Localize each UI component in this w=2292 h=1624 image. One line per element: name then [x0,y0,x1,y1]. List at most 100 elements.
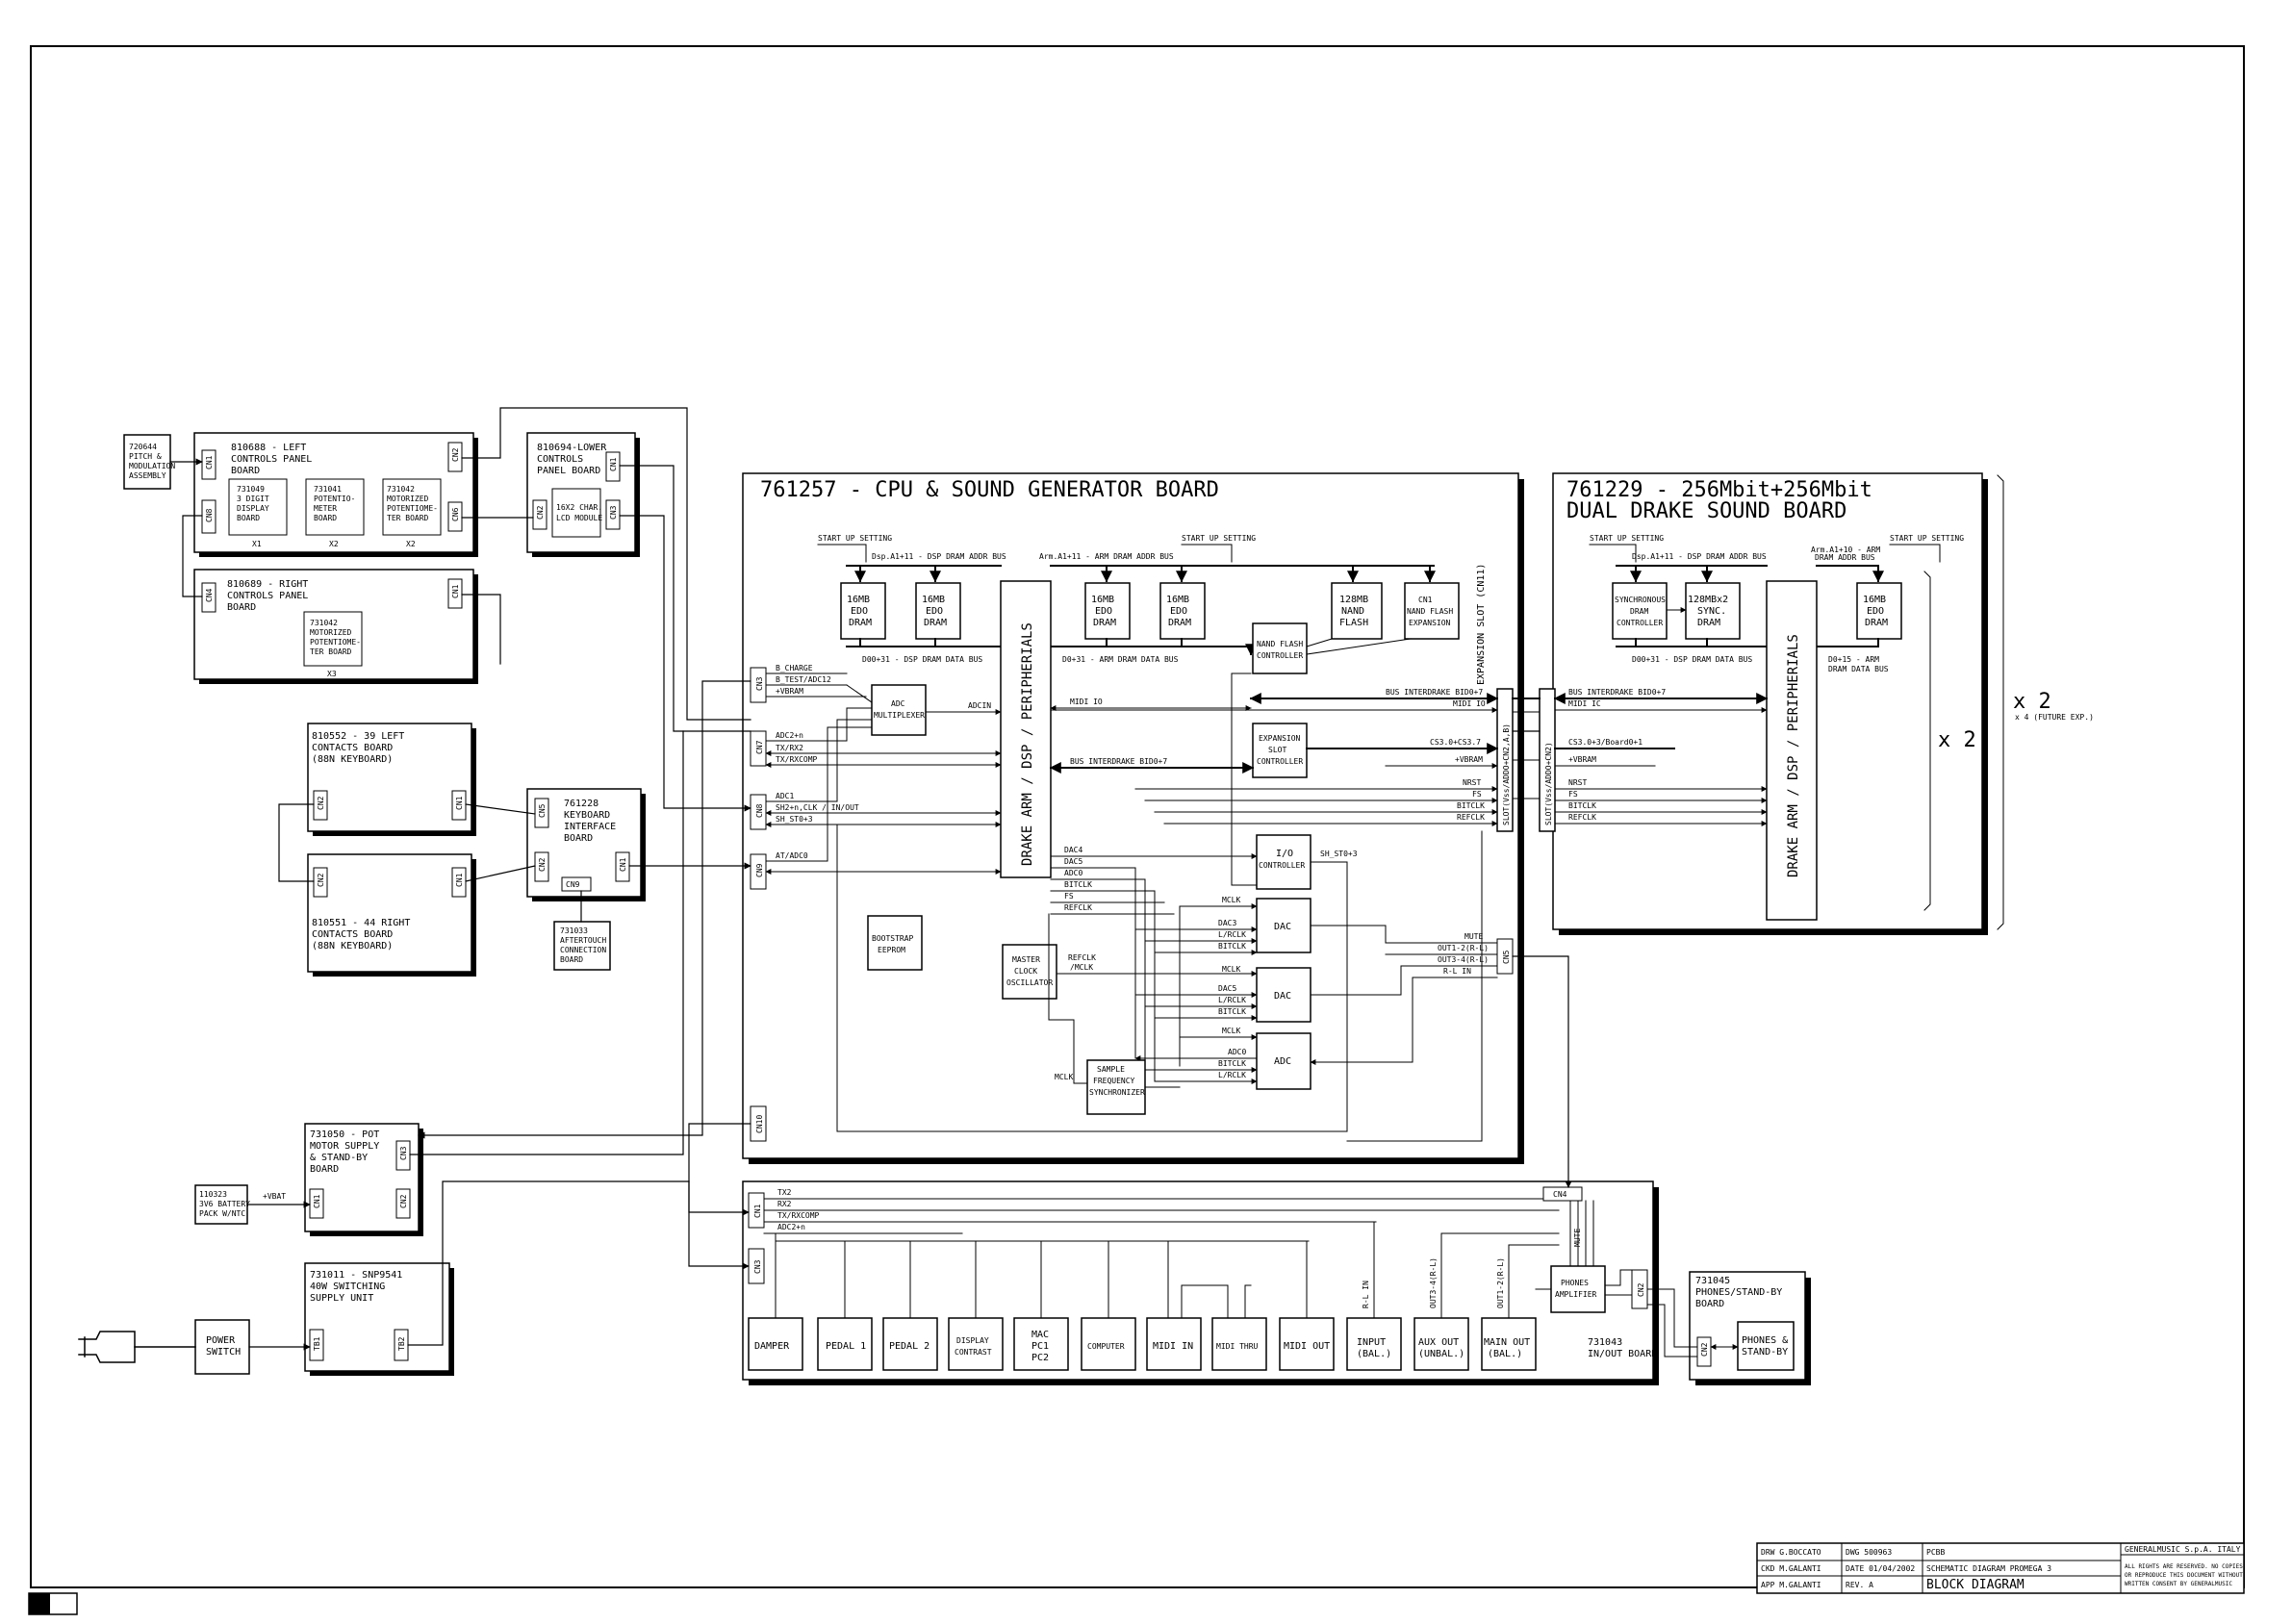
lower-title-2: CONTROLS [537,454,583,465]
sig-shst-r: SH_ST0+3 [1320,850,1358,858]
expslot-l2: SLOT [1268,746,1286,754]
inner3-l1: 731042 [387,485,415,494]
sig-bitclk3: BITCLK [1218,1007,1246,1016]
vbat-label: +VBAT [263,1192,286,1201]
io-sig-txrxcomp: TX/RXCOMP [777,1211,820,1220]
sig-mute: MUTE [1464,932,1483,941]
tb-pcb: PCBB [1926,1548,1945,1557]
sig-bus-int: BUS INTERDRAKE BID0+7 [1386,688,1483,697]
sig-cs: CS3.0+CS3.7 [1430,738,1481,747]
sig-txrxcomp: TX/RXCOMP [776,755,818,764]
cpu-startup-1: START UP SETTING [818,534,892,543]
cpu-arm-data: D0+31 - ARM DRAM DATA BUS [1062,655,1179,664]
bat-3: PACK W/NTC [199,1209,245,1218]
dual-sync-l1: SYNCHRONOUS [1615,596,1666,604]
inner3-l4: TER BOARD [387,514,429,522]
cpu-cn8: CN8 [755,803,764,818]
cl-3: (88N KEYBOARD) [312,754,393,765]
right-inner-2: MOTORIZED [310,628,352,637]
dual-sdram-l2: SYNC. [1697,606,1726,617]
bat-1: 110323 [199,1190,227,1199]
cr-cn2: CN2 [317,873,325,887]
dual-sig-nrst: NRST [1568,778,1587,787]
sig-dac4: DAC4 [1064,846,1082,854]
cn1exp-l1: CN1 [1418,596,1433,604]
right-inner-3: POTENTIOME- [310,638,361,647]
jack-damper: DAMPER [754,1341,790,1352]
io-title-1: 731043 [1588,1337,1622,1348]
psu-board: 731011 - SNP9541 40W SWITCHING SUPPLY UN… [304,1262,454,1376]
tb-rev: REV. A [1846,1581,1873,1589]
dual-slot: SLOT(Vss/ADDO+CN2) [1544,742,1553,825]
right-cn4: CN4 [205,588,214,602]
ps-1: POWER [206,1335,236,1346]
dram2-l3: DRAM [924,618,947,628]
at-3: CONNECTION [560,946,606,954]
cpu-title: 761257 - CPU & SOUND GENERATOR BOARD [760,478,1219,502]
phones-1: 731045 [1695,1276,1730,1286]
dram4-l3: DRAM [1168,618,1191,628]
adc-label: ADC [1274,1056,1291,1067]
io-sig-tx2: TX2 [777,1188,792,1197]
cr-cn1: CN1 [455,873,464,887]
right-controls-panel-board: 810689 - RIGHT CONTROLS PANEL BOARD CN4 … [193,569,478,684]
inner1-l2: 3 DIGIT [237,495,269,503]
sig-rlin: R-L IN [1443,967,1471,976]
sig-adc2: ADC2+n [776,731,803,740]
sync-l3: SYNCHRONIZER [1089,1088,1145,1097]
inner2-l4: BOARD [314,514,337,522]
pm-cn1: CN1 [313,1194,321,1208]
bat-2: 3V6 BATTERY [199,1200,250,1208]
lcd-l1: 16X2 CHAR. [556,503,602,512]
dual-startup-1: START UP SETTING [1590,534,1664,543]
sig-shst: SH_ST0+3 [776,815,813,824]
sig-dac5b: DAC5 [1218,984,1236,993]
sig-fs-d: FS [1064,892,1074,901]
jack-wiring [775,1221,1560,1319]
cl-cn1: CN1 [455,796,464,810]
dual-dsp-addr: Dsp.A1+11 - DSP DRAM ADDR BUS [1632,552,1767,561]
left-board-title-2: CONTROLS PANEL [231,454,312,465]
dual-edo-l1: 16MB [1863,595,1886,605]
pitch-label-3: MODULATION [129,462,175,470]
inner2-l1: 731041 [314,485,342,494]
right-inner-4: TER BOARD [310,647,352,656]
nand-l3: FLASH [1339,618,1368,628]
sig-lrclk2: L/RCLK [1218,996,1246,1004]
dual-x2-outer: x 2 [2013,690,2051,714]
pm-2: MOTOR SUPPLY [310,1141,379,1152]
jack-computer: COMPUTER [1087,1342,1125,1351]
dual-arm-addr-2: DRAM ADDR BUS [1815,553,1875,562]
right-qty: X3 [327,670,337,678]
jack-input-2: (BAL.) [1357,1349,1391,1359]
tb-company: GENERALMUSIC S.p.A. ITALY [2125,1545,2241,1554]
pitch-modulation-block: 720644 PITCH & MODULATION ASSEMBLY [123,434,175,490]
left-cn6: CN6 [451,507,460,521]
nand-l2: NAND [1341,606,1364,617]
dual-x4: x 4 (FUTURE EXP.) [2015,713,2094,722]
cpu-startup-2: START UP SETTING [1182,534,1256,543]
sig-txrx2: TX/RX2 [776,744,803,752]
io-cn4: CN4 [1553,1190,1567,1199]
lcd-l2: LCD MODULE [556,514,602,522]
phones-standby-board: 731045 PHONES/STAND-BY BOARD CN2 PHONES … [1646,1271,1811,1385]
sync-l2: FREQUENCY [1093,1077,1135,1085]
sig-vbram-r: +VBRAM [1455,755,1483,764]
cpu-drake-label: DRAKE ARM / DSP / PERIPHERIALS [1020,622,1035,866]
contacts-right-board: CN2 CN1 810551 - 44 RIGHT CONTACTS BOARD… [307,853,476,977]
dram2-l1: 16MB [922,595,945,605]
dual-sig-vbram: +VBRAM [1568,755,1596,764]
io-l1: I/O [1276,849,1293,859]
dram1-l1: 16MB [847,595,870,605]
phones-cn2: CN2 [1700,1342,1709,1357]
sig-adcin: ADCIN [968,701,991,710]
sig-mclk-sync: MCLK [1055,1073,1073,1081]
sig-midi-io: MIDI IO [1070,698,1103,706]
sig-out3: OUT3-4(R-L) [1438,955,1489,964]
io-cn2: CN2 [1637,1282,1645,1297]
cr-1: 810551 - 44 RIGHT [312,918,410,928]
psu-tb2: TB2 [397,1336,406,1351]
dual-drake-label: DRAKE ARM / DSP / PERIPHERIALS [1786,634,1801,877]
dual-sig-bitclk: BITCLK [1568,801,1596,810]
dual-sig-fs: FS [1568,790,1578,799]
